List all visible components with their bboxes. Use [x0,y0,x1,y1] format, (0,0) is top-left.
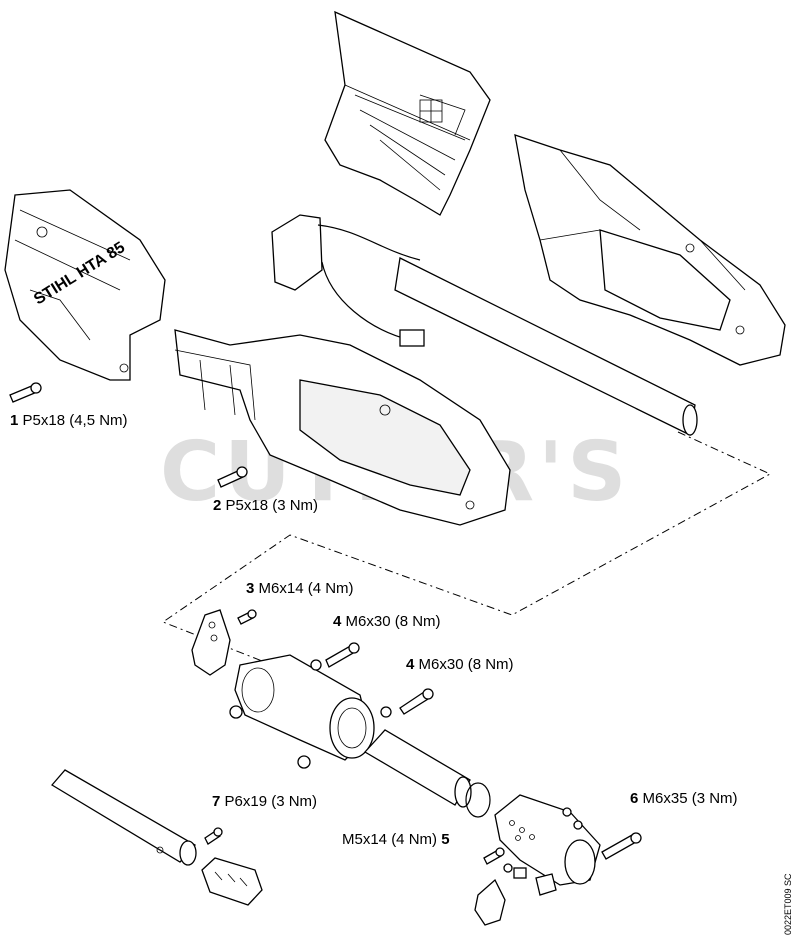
callout-5: M5x14 (4 Nm) 5 [342,831,450,848]
extension-tube [51,769,197,866]
o-ring [465,782,491,818]
wiring-harness [271,214,698,436]
screw-7 [201,827,263,906]
motor-cover: STIHL HTA 85 [4,189,166,381]
rear-handle-shell [514,134,786,366]
screw-5 [474,847,557,926]
callout-2: 2 P5x18 (3 Nm) [213,497,319,514]
nozzle-coupling [494,794,642,886]
document-reference: 0022ET009 SC [783,873,793,935]
assembly-dashed-line [161,431,772,673]
upper-housing-shell [324,10,491,216]
front-housing [174,329,511,526]
tube-coupling [229,654,375,769]
screw-4-lower [380,688,434,718]
screw-4-upper [310,642,360,671]
inner-tube [363,729,491,818]
callout-4-upper: 4 M6x30 (8 Nm) [333,613,441,630]
screw-2 [217,466,248,488]
callout-7: 7 P6x19 (3 Nm) [212,793,318,810]
callout-6: 6 M6x35 (3 Nm) [630,790,738,807]
callout-1: 1 P5x18 (4,5 Nm) [10,412,128,429]
clamp-bracket [191,609,257,676]
screw-1 [9,382,42,403]
callout-3: 3 M6x14 (4 Nm) [246,580,354,597]
callout-4-lower: 4 M6x30 (8 Nm) [406,656,514,673]
